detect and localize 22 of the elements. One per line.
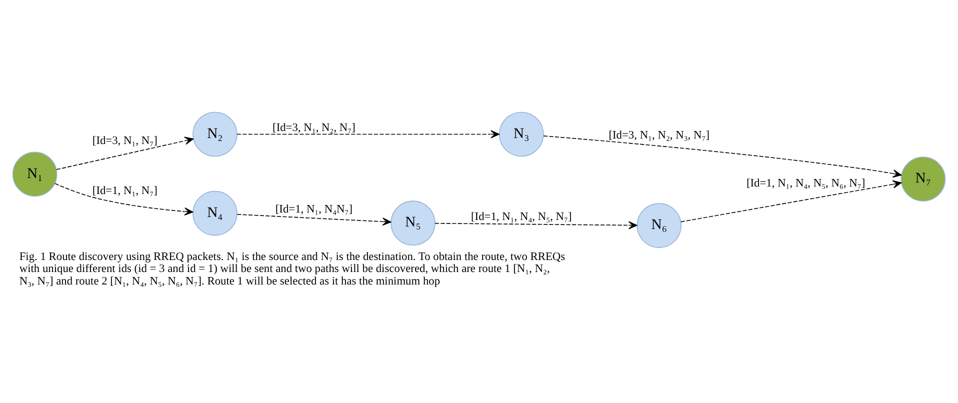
node-circle: N₅ bbox=[390, 200, 436, 246]
edge-label: [Id=1, N₁, N₄, N₅, N₇] bbox=[470, 211, 572, 223]
arrow bbox=[54, 183, 194, 216]
arrow bbox=[56, 136, 194, 170]
node-circle: N₄ bbox=[192, 190, 238, 236]
edge-label: [Id=1, N₁, N₇] bbox=[92, 184, 158, 197]
node-circle: N₃ bbox=[498, 112, 544, 157]
caption: Fig. 1 Route discovery using RREQ packets. N₁ is the source and N₇ is the destination. To obtain the route, two RREQs with unique different ids (id = 3 and id = 1) will be sent and two paths will be discovered, which are route 1 [N₁, N₂, N₃, N₇] and route 2 [N₁, N₄, N₅, N₆, N₇]. Route 1 will be selected as it has the minimum hop bbox=[19, 250, 566, 288]
arrow bbox=[543, 136, 902, 178]
edge-label: [Id=3, N₁, N₂, N₇] bbox=[272, 122, 356, 134]
arrow bbox=[236, 130, 500, 138]
node-circle: N₂ bbox=[192, 112, 238, 157]
edge-label: [Id=3, N₁, N₂, N₃, N₇] bbox=[608, 130, 710, 142]
edge-label: [Id=1, N₁, N₄, N₅, N₆, N₇] bbox=[746, 178, 866, 190]
edge-label: [Id=3, N₁, N₇] bbox=[92, 135, 158, 148]
arrow bbox=[434, 221, 638, 230]
node-circle: N₆ bbox=[636, 203, 682, 248]
arrow bbox=[236, 214, 392, 226]
edge-label: [Id=1, N₁, N₄N₇] bbox=[275, 204, 353, 216]
arrow bbox=[680, 180, 902, 222]
node-circle: N₇ bbox=[900, 156, 946, 202]
node-circle: N₁ bbox=[12, 152, 58, 197]
